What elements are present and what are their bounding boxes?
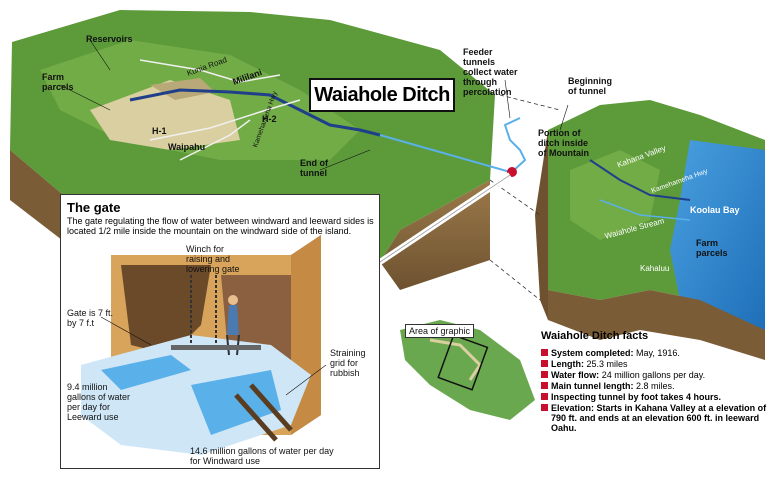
label-feeder-tunnels: Feeder tunnels collect water through per… [463, 47, 518, 97]
right-sea [670, 140, 765, 330]
inset-map-island [400, 320, 535, 420]
label-koolau-bay: Koolau Bay [690, 205, 740, 215]
label-winch: Winch for raising and lowering gate [186, 244, 240, 274]
fact-item: Elevation: Starts in Kahana Valley at a … [541, 403, 771, 433]
label-windward-flow: 14.6 million gallons of water per day fo… [190, 446, 334, 466]
gate-title: The gate [67, 200, 121, 215]
fact-item: Length: 25.3 miles [541, 359, 771, 369]
gate-description: The gate regulating the flow of water be… [67, 216, 374, 236]
left-terrain-left [10, 150, 62, 240]
label-beginning-of-tunnel: Beginning of tunnel [568, 76, 612, 96]
right-terrain-front [548, 290, 765, 360]
label-farm-parcels-left: Farm parcels [42, 72, 74, 92]
label-leeward-flow: 9.4 million gallons of water per day for… [67, 382, 131, 422]
label-kahaluu: Kahaluu [640, 264, 670, 273]
label-straining-grid: Straining grid for rubbish [330, 348, 366, 378]
label-end-of-tunnel: End of tunnel [300, 158, 328, 178]
facts-title: Waiahole Ditch facts [541, 330, 649, 342]
main-title: Waiahole Ditch [309, 78, 455, 112]
inset-area-box [437, 334, 489, 391]
fact-item: Water flow: 24 million gallons per day. [541, 370, 771, 380]
ditch-line [129, 88, 381, 137]
label-h1: H-1 [152, 126, 167, 136]
facts-panel: Waiahole Ditch facts System completed: M… [541, 330, 771, 434]
label-farm-parcels-right: Farm parcels [696, 238, 728, 258]
fact-item: Main tunnel length: 2.8 miles. [541, 381, 771, 391]
label-waipahu: Waipahu [168, 142, 206, 152]
label-portion-of-ditch: Portion of ditch inside of Mountain [538, 128, 589, 158]
fact-item: Inspecting tunnel by foot takes 4 hours. [541, 392, 771, 402]
label-h2: H-2 [262, 114, 277, 124]
label-area-of-graphic: Area of graphic [405, 324, 475, 338]
gate-illustration [81, 235, 327, 455]
left-farm-area [90, 80, 240, 150]
gate-panel [60, 194, 380, 469]
fact-item: System completed: May, 1916. [541, 348, 771, 358]
label-gate-size: Gate is 7 ft. by 7 f.t [67, 308, 114, 328]
label-reservoirs: Reservoirs [86, 34, 133, 44]
right-terrain-left [535, 130, 548, 320]
